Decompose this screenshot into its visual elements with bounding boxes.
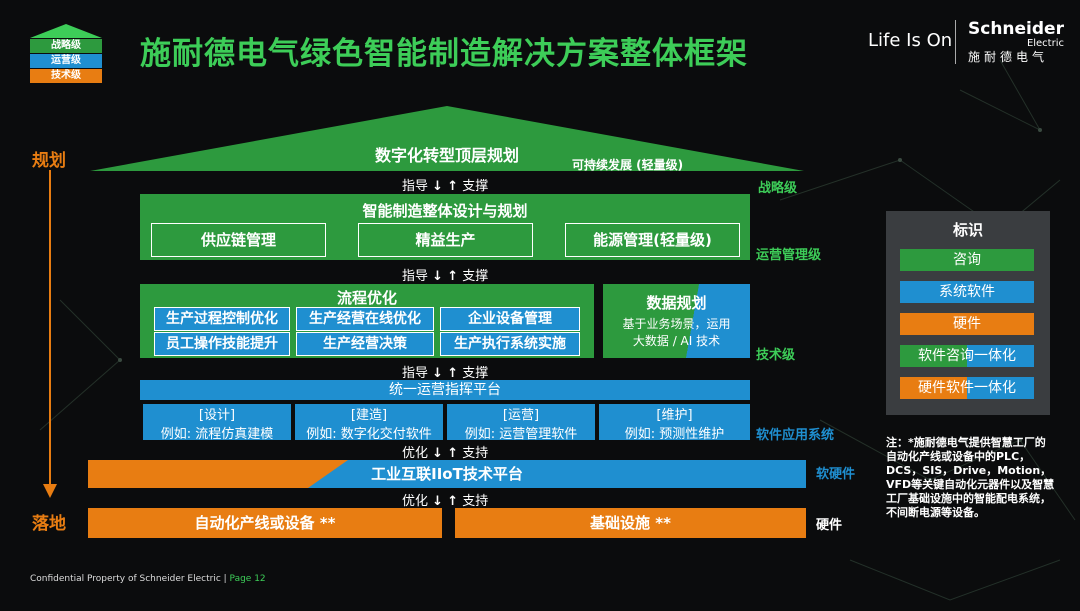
legend-hardware-software: 硬件软件一体化 (900, 377, 1034, 399)
level-icon-roof (30, 24, 102, 38)
hardware-infrastructure: 基础设施 ** (455, 508, 806, 538)
flow-cell: 生产过程控制优化 (154, 307, 290, 331)
app-name: [运营] (502, 408, 540, 423)
logo-name: Schneider (968, 19, 1064, 39)
up-icon: ↑ (447, 269, 459, 284)
tagline: Life Is On (868, 30, 953, 51)
link-left-text: 指导 (402, 269, 429, 284)
app-operate: [运营] 例如: 运营管理软件 (447, 404, 595, 442)
flow-cell: 生产经营在线优化 (296, 307, 434, 331)
link-optimize-2: 优化 ↓ ↑ 支持 (402, 490, 488, 509)
level-tech: 技术级 (756, 348, 796, 363)
link-left-text: 指导 (402, 179, 429, 194)
link-right-text: 支持 (462, 494, 489, 509)
link-guide-2: 指导 ↓ ↑ 支撑 (402, 265, 488, 284)
level-ops: 运营管理级 (756, 248, 822, 263)
schneider-logo: Schneider Electric 施耐德电气 (968, 20, 1064, 65)
link-left-text: 优化 (402, 494, 429, 509)
app-design: [设计] 例如: 流程仿真建模 (143, 404, 291, 442)
up-icon: ↑ (447, 366, 459, 381)
legend-consult: 咨询 (900, 249, 1034, 271)
app-maintain: [维护] 例如: 预测性维护 (599, 404, 750, 442)
ops-title: 智能制造整体设计与规划 (362, 202, 528, 220)
hardware-automation: 自动化产线或设备 ** (88, 508, 442, 538)
down-icon: ↓ (432, 269, 444, 284)
legend-panel: 标识 咨询 系统软件 硬件 软件咨询一体化 硬件软件一体化 (886, 211, 1050, 415)
data-plan-block: 数据规划 基于业务场景，运用 大数据 / AI 技术 (603, 284, 750, 358)
app-example: 例如: 运营管理软件 (464, 427, 578, 442)
level-icon-tech: 技术级 (30, 69, 102, 83)
ops-block: 智能制造整体设计与规划 (140, 194, 750, 260)
page-title: 施耐德电气绿色智能制造解决方案整体框架 (140, 36, 748, 72)
legend-hardware: 硬件 (900, 313, 1034, 335)
footer-sep: | (220, 574, 230, 584)
ops-item-supply: 供应链管理 (151, 223, 326, 257)
app-build: [建造] 例如: 数字化交付软件 (295, 404, 443, 442)
link-right-text: 支持 (462, 446, 489, 461)
link-right-text: 支撑 (462, 269, 489, 284)
logo-sub: Electric (1026, 38, 1064, 49)
level-strategy: 战略级 (758, 181, 798, 196)
legend-system-software: 系统软件 (900, 281, 1034, 303)
ops-command-platform: 统一运营指挥平台 (140, 380, 750, 400)
iot-platform: 工业互联IIoT技术平台 (371, 465, 523, 483)
roof-title: 数字化转型顶层规划 (374, 146, 519, 165)
app-example: 例如: 流程仿真建模 (160, 427, 274, 442)
link-left-text: 指导 (402, 366, 429, 381)
up-icon: ↑ (447, 179, 459, 194)
footer: Confidential Property of Schneider Elect… (30, 574, 266, 584)
flow-title: 流程优化 (336, 289, 397, 307)
link-guide-3: 指导 ↓ ↑ 支撑 (402, 362, 488, 381)
data-plan-title: 数据规划 (646, 294, 707, 312)
side-label-land: 落地 (32, 514, 66, 534)
app-example: 例如: 预测性维护 (624, 427, 725, 442)
footnote: 注：*施耐德电气提供智慧工厂的自动化产线或设备中的PLC，DCS，SIS，Dri… (886, 436, 1055, 519)
link-left-text: 优化 (402, 446, 429, 461)
up-icon: ↑ (447, 446, 459, 461)
iot-platform-bg (88, 460, 806, 488)
ops-item-energy: 能源管理(轻量级) (565, 223, 740, 257)
level-software: 软件应用系统 (756, 428, 835, 443)
down-icon: ↓ (432, 179, 444, 194)
legend-software-consult: 软件咨询一体化 (900, 345, 1034, 367)
down-icon: ↓ (432, 446, 444, 461)
flow-cell: 生产经营决策 (296, 332, 434, 356)
data-plan-line1: 基于业务场景，运用 (622, 317, 731, 331)
down-icon: ↓ (432, 494, 444, 509)
app-name: [设计] (198, 408, 236, 423)
down-icon: ↓ (432, 366, 444, 381)
level-hardware: 硬件 (816, 518, 843, 533)
link-optimize-1: 优化 ↓ ↑ 支持 (402, 442, 488, 461)
ops-item-lean: 精益生产 (358, 223, 533, 257)
flow-cell: 企业设备管理 (440, 307, 580, 331)
flow-cell: 员工操作技能提升 (154, 332, 290, 356)
down-arrow-icon (43, 170, 57, 498)
roof-shape (90, 106, 804, 171)
footer-text: Confidential Property of Schneider Elect… (30, 574, 221, 584)
level-icon: 战略级 运营级 技术级 (30, 24, 102, 83)
roof-sub: 可持续发展 (轻量级) (572, 158, 684, 172)
app-name: [维护] (656, 408, 693, 423)
page-number: Page 12 (229, 574, 266, 584)
side-label-plan: 规划 (32, 151, 66, 171)
up-icon: ↑ (447, 494, 459, 509)
legend-title: 标识 (952, 221, 983, 239)
link-right-text: 支撑 (462, 179, 489, 194)
data-plan-line2: 大数据 / AI 技术 (632, 334, 721, 348)
level-icon-strategy: 战略级 (30, 39, 102, 53)
app-name: [建造] (350, 408, 388, 423)
brand-divider (955, 20, 956, 64)
link-right-text: 支撑 (462, 366, 489, 381)
link-guide-1: 指导 ↓ ↑ 支撑 (402, 175, 488, 194)
app-example: 例如: 数字化交付软件 (306, 427, 432, 442)
level-icon-ops: 运营级 (30, 54, 102, 68)
flow-cell: 生产执行系统实施 (440, 332, 580, 356)
level-softhard: 软硬件 (816, 467, 856, 482)
logo-cn: 施耐德电气 (968, 50, 1049, 64)
